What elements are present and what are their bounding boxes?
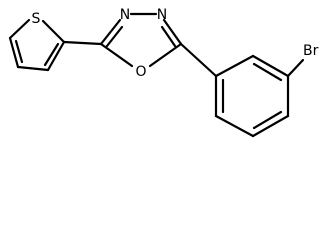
double-bond-c2-c3-inner [43,42,60,67]
atom-label-nitrogen-right: N [157,7,167,23]
bond-b1-b2 [214,54,255,78]
bond-s-c2 [41,19,66,44]
bond-thiophene-oxadiazole [62,40,103,46]
atom-label-bromine: Br [303,43,319,59]
bond-b5-b6 [214,114,255,138]
bond-oxadiazole-benzene [179,42,218,78]
bond-c2-n3 [99,18,122,46]
atom-label-sulfur: S [32,11,41,27]
bond-c5-o1 [148,42,183,68]
bond-b4-b5 [251,114,290,138]
atom-label-oxygen: O [135,64,146,80]
molecule-canvas: S N N O Br [8,7,319,138]
bond-benzene-bromine [286,58,305,78]
bond-c5-s [8,18,31,40]
bond-c2-c3 [46,40,66,72]
benzene-ring [214,54,290,138]
bond-b2-b3 [251,54,290,78]
thiophene-ring [8,18,66,72]
double-bond-b2-b3-inner [252,62,283,82]
molecule-structure: S N N O Br [8,7,319,138]
double-bond-b4-b5-inner [252,110,283,130]
bond-o1-c2 [99,42,134,68]
atom-labels: S N N O Br [32,7,319,80]
atom-label-nitrogen-left: N [120,7,130,23]
double-bond-c2-n3-inner [105,25,124,48]
bond-c4-c5 [8,36,20,69]
bond-c3-c4 [16,65,50,72]
double-bond-c4-c5-inner [14,39,24,64]
bond-n4-c5 [162,18,183,46]
double-bond-n4-c5-inner [160,25,177,48]
oxadiazole-ring [99,12,183,68]
